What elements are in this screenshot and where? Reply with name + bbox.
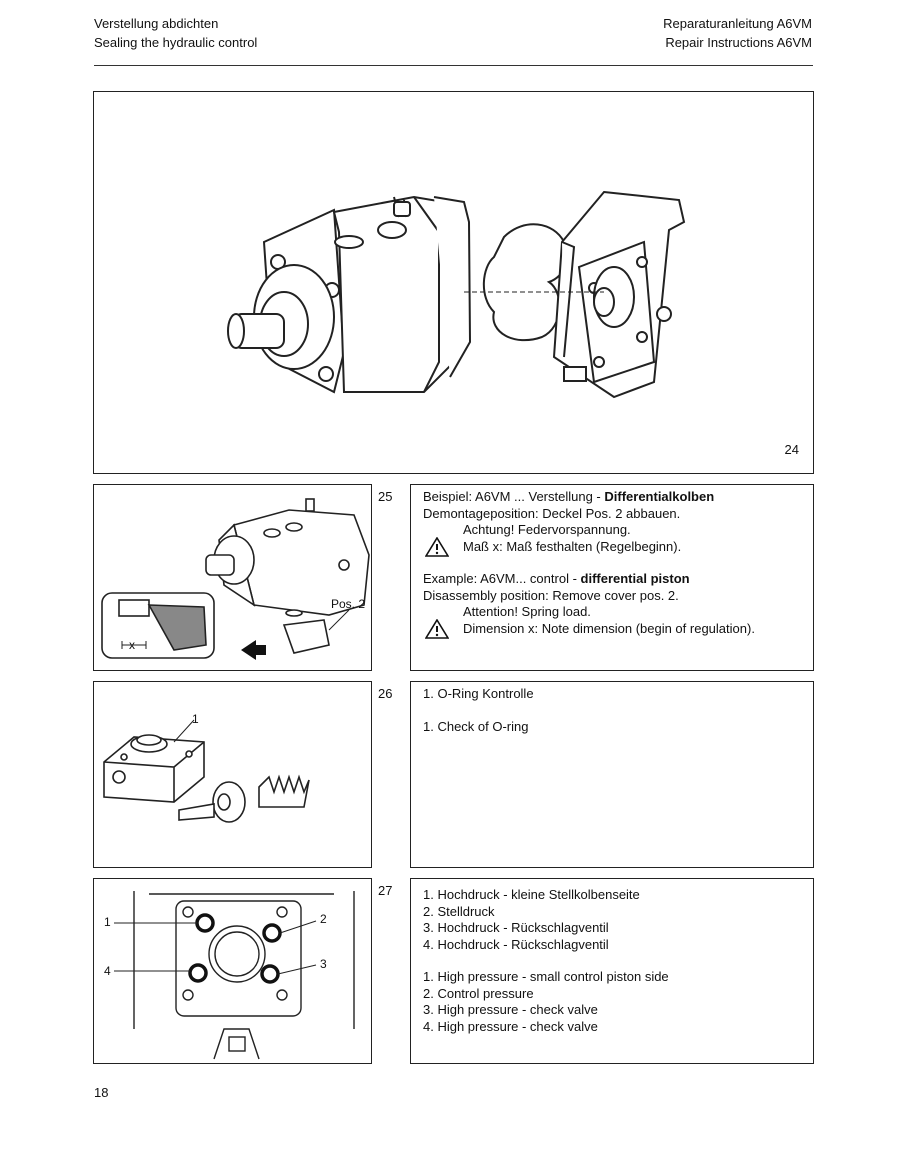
figure-25-label-x: x [129,638,135,652]
step-25-en-line2: Disassembly position: Remove cover pos. … [423,587,679,603]
step-26-number: 26 [378,686,393,701]
step-27-number: 27 [378,883,393,898]
header-rule [94,65,813,66]
header-manual-en: Repair Instructions A6VM [665,35,812,50]
header-title-de: Verstellung abdichten [94,16,219,31]
step-27-de-1: 1. Hochdruck - kleine Stellkolbenseite [423,887,640,902]
step-25-de-line1: Beispiel: A6VM ... Verstellung - Differe… [423,489,715,504]
header-left: Verstellung abdichten Sealing the hydrau… [94,14,257,52]
figure-26-box: 1 [93,681,372,868]
step-26-text: 1. O-Ring Kontrolle 1. Check of O-ring [410,681,814,868]
figure-24-box: 24 [93,91,814,474]
figure-25-drawing [101,498,370,660]
figure-26-drawing [103,719,310,823]
figure-25-label-pos: Pos. 2 [331,597,366,611]
step-27-en-2: 2. Control pressure [423,985,534,1001]
step-25-de-warn1: Achtung! Federvorspannung. [463,522,631,537]
page-number: 18 [94,1085,109,1100]
warning-icon [425,537,449,557]
step-27-de-3: 3. Hochdruck - Rückschlagventil [423,920,609,935]
step-25-number: 25 [378,489,393,504]
step-25-de-line2: Demontageposition: Deckel Pos. 2 abbauen… [423,505,681,521]
step-26-en: 1. Check of O-ring [423,718,529,734]
figure-24-number: 24 [784,442,799,457]
step-27-en-1: 1. High pressure - small control piston … [423,969,669,984]
step-25-en-line1: Example: A6VM... control - differential … [423,571,690,586]
header-right: Reparaturanleitung A6VM Repair Instructi… [663,14,812,52]
step-25-de-warning: Achtung! Federvorspannung. Maß x: Maß fe… [423,522,801,557]
figure-27-label-4: 4 [104,964,111,978]
figure-27-label-3: 3 [320,957,327,971]
step-25-text: Beispiel: A6VM ... Verstellung - Differe… [410,484,814,671]
figure-27-drawing [114,891,355,1060]
step-27-en-3: 3. High pressure - check valve [423,1002,598,1017]
figure-24-drawing [227,190,686,399]
header-manual-de: Reparaturanleitung A6VM [663,16,812,31]
step-27-text: 1. Hochdruck - kleine Stellkolbenseite 2… [410,878,814,1064]
step-27-en-4: 4. High pressure - check valve [423,1018,598,1034]
warning-icon [425,619,449,639]
figure-27-label-1: 1 [104,915,111,929]
step-26-de: 1. O-Ring Kontrolle [423,686,534,701]
step-25-en-warn1: Attention! Spring load. [463,604,591,619]
figure-25-box: Pos. 2 x [93,484,372,671]
header-title-en: Sealing the hydraulic control [94,35,258,50]
step-25-de-warn2: Maß x: Maß festhalten (Regelbeginn). [463,538,682,554]
step-25-en-warn2: Dimension x: Note dimension (begin of re… [463,620,755,636]
figure-26-label-1: 1 [192,712,199,726]
step-25-en-warning: Attention! Spring load. Dimension x: Not… [423,604,801,639]
figure-27-label-2: 2 [320,912,327,926]
figure-27-box: 1 2 3 4 [93,878,372,1064]
step-27-de-2: 2. Stelldruck [423,903,495,919]
step-27-de-4: 4. Hochdruck - Rückschlagventil [423,936,609,952]
